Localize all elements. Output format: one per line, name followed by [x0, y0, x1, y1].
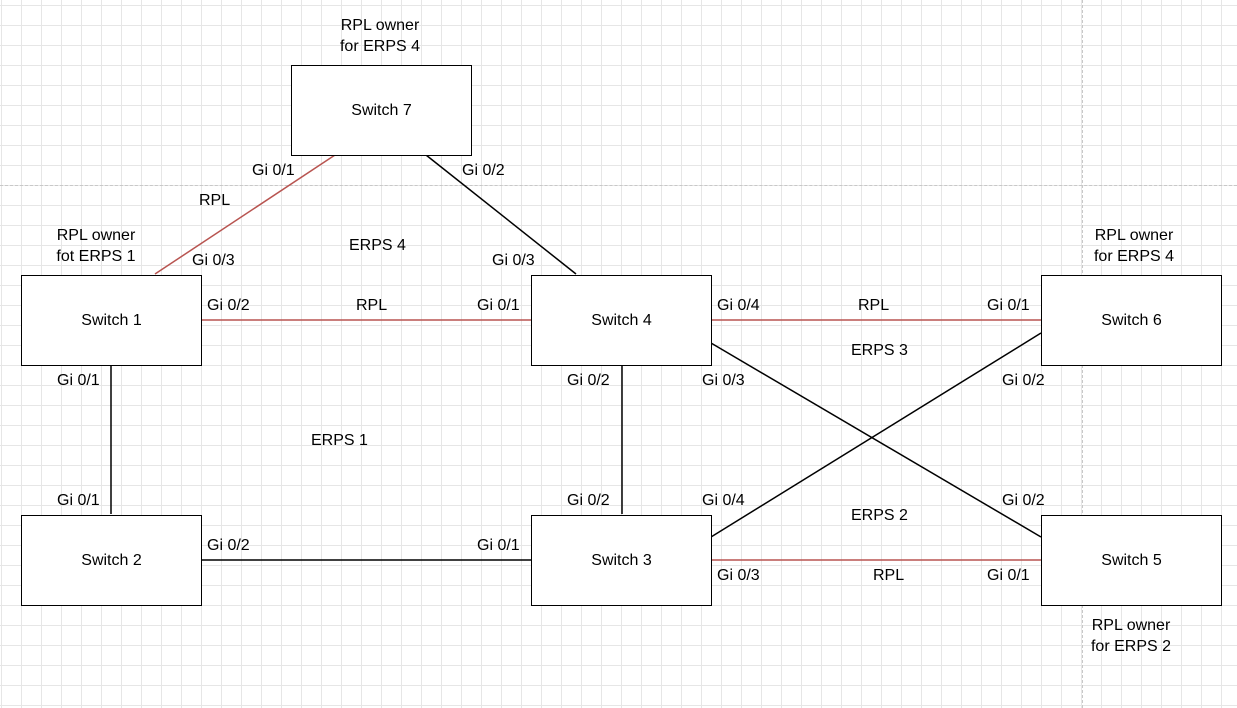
rpl-owner-note-switch-7: RPL owner for ERPS 4	[340, 15, 420, 57]
rpl-label-s1-s4: RPL	[356, 297, 388, 314]
port-label-s4-gi03: Gi 0/3	[492, 252, 535, 269]
port-label-s3-gi01: Gi 0/1	[477, 537, 520, 554]
ring-label-erps-3: ERPS 3	[851, 342, 908, 359]
port-label-s3-gi03: Gi 0/3	[717, 567, 760, 584]
port-label-s6-gi02: Gi 0/2	[1002, 372, 1045, 389]
port-label-s6-gi01: Gi 0/1	[987, 297, 1030, 314]
rpl-owner-note-switch-1: RPL owner fot ERPS 1	[56, 225, 135, 267]
port-label-s5-gi01: Gi 0/1	[987, 567, 1030, 584]
ring-label-erps-1: ERPS 1	[311, 432, 368, 449]
port-label-s2-gi01: Gi 0/1	[57, 492, 100, 509]
port-label-s4-gi02: Gi 0/2	[567, 372, 610, 389]
rpl-label-s3-s5: RPL	[873, 567, 905, 584]
switch-2[interactable]: Switch 2	[21, 515, 202, 606]
link-s7-s4[interactable]	[425, 154, 577, 275]
switch-3[interactable]: Switch 3	[531, 515, 712, 606]
port-label-s4-gi04: Gi 0/4	[717, 297, 760, 314]
link-s7-s1-rpl[interactable]	[154, 154, 336, 275]
rpl-owner-line-1: RPL owner	[56, 227, 136, 244]
rpl-owner-line-2: for ERPS 4	[339, 38, 421, 55]
rpl-owner-line-1: RPL owner	[340, 17, 420, 34]
switch-1[interactable]: Switch 1	[21, 275, 202, 366]
port-label-s2-gi02: Gi 0/2	[207, 537, 250, 554]
port-label-s7-gi02: Gi 0/2	[462, 162, 505, 179]
link-s3-s6[interactable]	[710, 332, 1042, 538]
switch-2-label: Switch 2	[81, 551, 142, 569]
switch-6[interactable]: Switch 6	[1041, 275, 1222, 366]
switch-4-label: Switch 4	[591, 311, 652, 329]
rpl-owner-line-2: for ERPS 2	[1090, 638, 1172, 655]
switch-1-label: Switch 1	[81, 311, 142, 329]
rpl-owner-line-2: fot ERPS 1	[56, 248, 136, 265]
switch-6-label: Switch 6	[1101, 311, 1162, 329]
switch-4[interactable]: Switch 4	[531, 275, 712, 366]
port-label-s1-gi02: Gi 0/2	[207, 297, 250, 314]
rpl-owner-line-2: for ERPS 4	[1093, 248, 1175, 265]
port-label-s1-gi01: Gi 0/1	[57, 372, 100, 389]
port-label-s4-gi01: Gi 0/1	[477, 297, 520, 314]
rpl-label-s7-s1: RPL	[199, 192, 231, 209]
switch-3-label: Switch 3	[591, 551, 652, 569]
rpl-owner-note-switch-5: RPL owner for ERPS 2	[1091, 615, 1171, 657]
link-s4-s5[interactable]	[710, 342, 1042, 538]
port-label-s5-gi02: Gi 0/2	[1002, 492, 1045, 509]
port-label-s7-gi01: Gi 0/1	[252, 162, 295, 179]
port-label-s3-gi04: Gi 0/4	[702, 492, 745, 509]
horizontal-guide-line	[0, 185, 1237, 186]
switch-7[interactable]: Switch 7	[291, 65, 472, 156]
rpl-owner-line-1: RPL owner	[1091, 617, 1171, 634]
switch-7-label: Switch 7	[351, 101, 412, 119]
switch-5-label: Switch 5	[1101, 551, 1162, 569]
rpl-owner-note-switch-6: RPL owner for ERPS 4	[1094, 225, 1174, 267]
rpl-label-s4-s6: RPL	[858, 297, 890, 314]
switch-5[interactable]: Switch 5	[1041, 515, 1222, 606]
rpl-owner-line-1: RPL owner	[1094, 227, 1174, 244]
port-label-s1-gi03: Gi 0/3	[192, 252, 235, 269]
ring-label-erps-2: ERPS 2	[851, 507, 908, 524]
port-label-s3-gi02: Gi 0/2	[567, 492, 610, 509]
ring-label-erps-4: ERPS 4	[349, 237, 406, 254]
port-label-s4-gi03-cross: Gi 0/3	[702, 372, 745, 389]
